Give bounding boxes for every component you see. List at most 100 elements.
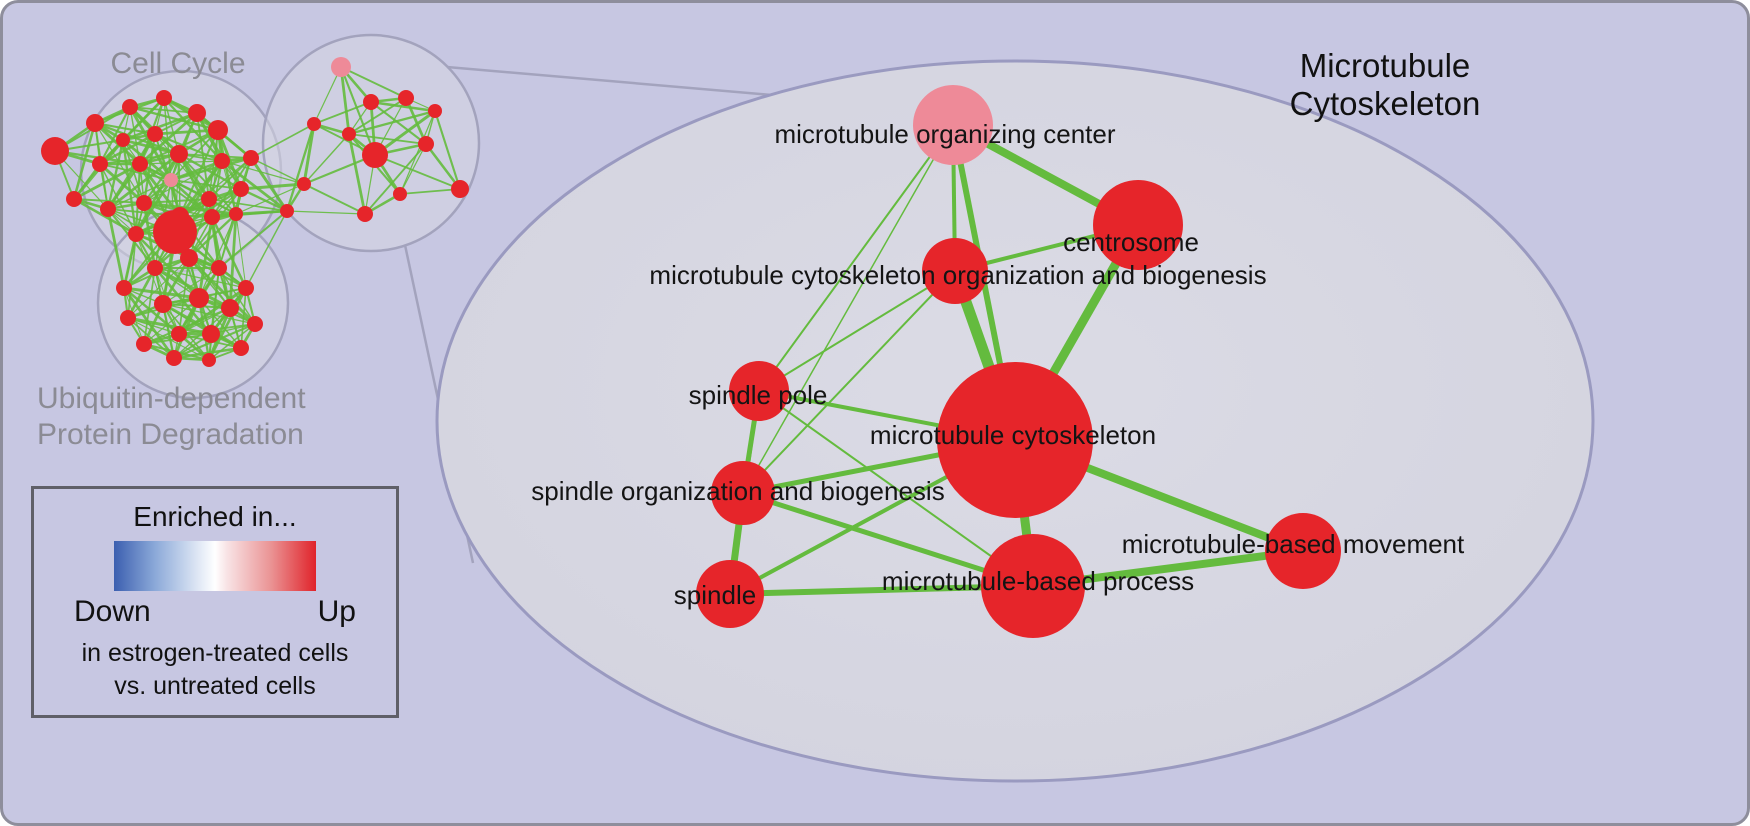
overview-node[interactable] (297, 177, 311, 191)
overview-node[interactable] (154, 295, 172, 313)
overview-node[interactable] (451, 180, 469, 198)
detail-edge-microtubule-organizing-center--spindle-organization-and-biogenesis (742, 124, 954, 494)
overview-node[interactable] (171, 326, 187, 342)
overview-edge (313, 101, 372, 125)
overview-edge (250, 123, 315, 159)
overview-node[interactable] (229, 207, 243, 221)
overview-node[interactable] (164, 173, 178, 187)
overview-node[interactable] (418, 136, 434, 152)
legend-down-label: Down (74, 595, 151, 628)
legend-box: Enriched in... Down Up in estrogen-treat… (31, 486, 399, 718)
overview-node[interactable] (307, 117, 321, 131)
overview-node[interactable] (204, 209, 220, 225)
node-centrosome[interactable] (1093, 180, 1183, 270)
node-microtubule-organizing-center[interactable] (913, 85, 993, 165)
overview-edge (178, 257, 190, 335)
cluster-label-ubiquitin-line1: Ubiquitin-dependent (37, 382, 306, 415)
overview-node[interactable] (233, 340, 249, 356)
overview-edge (154, 266, 231, 310)
overview-node[interactable] (188, 104, 206, 122)
overview-node[interactable] (363, 94, 379, 110)
overview-edge (134, 179, 173, 235)
overview-edge (399, 188, 461, 195)
overview-edge (170, 156, 252, 182)
overview-edge (170, 179, 213, 218)
node-label-microtubule-based-movement: microtubule-based movement (1122, 529, 1465, 559)
overview-node[interactable] (393, 187, 407, 201)
overview-edge (218, 210, 288, 269)
overview-node[interactable] (41, 137, 69, 165)
overview-edge (73, 162, 141, 201)
overview-node[interactable] (428, 104, 442, 118)
detail-title-line1: Microtubule (1299, 47, 1471, 84)
legend-up-label: Up (317, 595, 356, 628)
overview-node[interactable] (156, 90, 172, 106)
overview-node[interactable] (136, 336, 152, 352)
node-label-microtubule-cytoskeleton: microtubule cytoskeleton (870, 420, 1156, 450)
overview-edge (347, 133, 367, 215)
overview-node[interactable] (147, 126, 163, 142)
overview-node[interactable] (280, 204, 294, 218)
overview-node[interactable] (189, 288, 209, 308)
overview-node[interactable] (92, 156, 108, 172)
overview-node[interactable] (208, 120, 228, 140)
overview-node[interactable] (128, 226, 144, 242)
overview-edge (72, 122, 97, 200)
legend-caption-line1: in estrogen-treated cells (81, 639, 349, 667)
detail-title-microtubule-cytoskeleton: Microtubule Cytoskeleton (1290, 47, 1481, 123)
overview-node[interactable] (221, 299, 239, 317)
overview-node[interactable] (243, 150, 259, 166)
overview-node[interactable] (86, 114, 104, 132)
overview-node[interactable] (180, 249, 198, 267)
overview-node[interactable] (362, 142, 388, 168)
overview-node[interactable] (132, 156, 148, 172)
overview-node[interactable] (136, 195, 152, 211)
overview-node[interactable] (202, 325, 220, 343)
overview-node[interactable] (201, 191, 217, 207)
overview-edge (122, 233, 138, 289)
node-spindle[interactable] (696, 560, 764, 628)
overview-node[interactable] (66, 191, 82, 207)
overview-edge (170, 179, 242, 190)
node-microtubule-based-movement[interactable] (1265, 513, 1341, 589)
overview-node[interactable] (166, 350, 182, 366)
overview-node[interactable] (100, 201, 116, 217)
cluster-label-cell-cycle: Cell Cycle (110, 47, 246, 80)
overview-node[interactable] (147, 260, 163, 276)
node-spindle-pole[interactable] (729, 361, 789, 421)
overview-node[interactable] (342, 127, 356, 141)
overview-node[interactable] (398, 90, 414, 106)
overview-node[interactable] (357, 206, 373, 222)
node-spindle-organization-and-biogenesis[interactable] (711, 461, 775, 525)
overview-node[interactable] (233, 181, 249, 197)
node-microtubule-cytoskeleton-organization-and-biogenesis[interactable] (922, 238, 988, 304)
overview-edge (340, 66, 407, 99)
overview-node[interactable] (122, 99, 138, 115)
overview-node[interactable] (202, 353, 216, 367)
overview-node[interactable] (331, 57, 351, 77)
overview-node[interactable] (211, 260, 227, 276)
overview-edge (143, 297, 200, 345)
overview-edge (404, 97, 428, 145)
overview-node[interactable] (214, 153, 230, 169)
overview-edge (303, 133, 350, 185)
overview-edge (154, 128, 219, 136)
overview-edge (424, 143, 462, 190)
overview-edge (221, 159, 288, 213)
overview-node[interactable] (116, 133, 130, 147)
overview-edge (218, 213, 237, 269)
overview-node[interactable] (247, 316, 263, 332)
overview-node[interactable] (170, 145, 188, 163)
overview-node[interactable] (120, 310, 136, 326)
overview-edge (163, 97, 223, 162)
overview-edge (178, 307, 231, 335)
overview-node[interactable] (153, 210, 197, 254)
overview-edge (221, 160, 305, 185)
node-microtubule-cytoskeleton[interactable] (937, 362, 1093, 518)
overview-node[interactable] (238, 280, 254, 296)
node-microtubule-based-process[interactable] (981, 534, 1085, 638)
overview-edge (107, 152, 180, 211)
overview-edge (122, 111, 198, 142)
overview-node[interactable] (116, 280, 132, 296)
overview-edge (250, 157, 305, 185)
